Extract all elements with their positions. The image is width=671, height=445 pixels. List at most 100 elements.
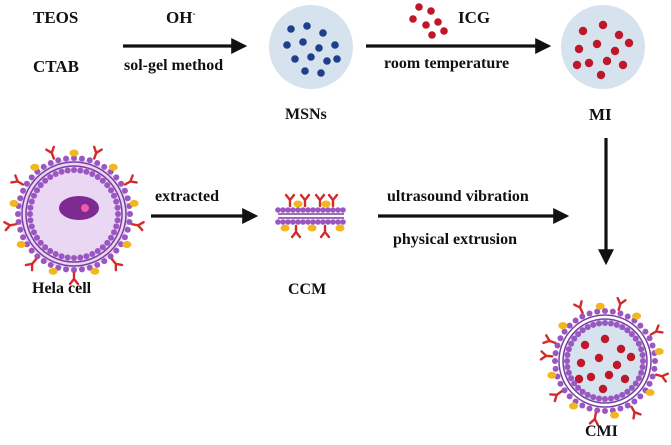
lipid-head	[561, 328, 568, 335]
lipid-head	[47, 160, 54, 167]
y-receptor	[24, 257, 38, 272]
lipid-head	[30, 229, 37, 236]
lipid-head	[121, 234, 128, 241]
msn-pores	[283, 22, 341, 77]
pore-dot	[307, 53, 315, 61]
icg-dot	[618, 60, 628, 70]
lipid-head	[300, 207, 306, 213]
icg-dot	[616, 344, 626, 354]
lipid-head	[566, 322, 573, 329]
pore-dot	[283, 41, 291, 49]
y-receptor	[542, 334, 557, 345]
lipid-head	[564, 363, 571, 370]
receptor-stem	[649, 324, 664, 336]
lipid-head	[607, 320, 614, 327]
lipid-head	[27, 211, 33, 217]
lipid-head	[17, 195, 24, 202]
lipid-head	[108, 187, 115, 194]
receptor-stem	[616, 296, 627, 312]
oh-charge: -	[192, 8, 196, 19]
lipid-head	[649, 373, 656, 380]
lipid-head	[113, 247, 120, 254]
pore-dot	[299, 38, 307, 46]
lipid-head	[624, 388, 631, 395]
y-receptor	[630, 405, 642, 420]
lipid-head	[330, 219, 336, 225]
receptor-stem	[630, 405, 642, 420]
lipid-head	[571, 335, 578, 342]
receptor-stem	[45, 145, 56, 160]
lipid-head	[602, 308, 608, 314]
membrane-protein	[632, 312, 642, 320]
lipid-head	[638, 346, 645, 353]
lipid-head	[89, 251, 96, 258]
lipid-head	[628, 384, 635, 391]
receptor-stem	[319, 224, 331, 239]
lipid-head	[568, 375, 575, 382]
lipid-head	[607, 395, 614, 402]
y-receptor	[284, 193, 296, 208]
lipid-head	[114, 204, 121, 211]
y-receptor	[123, 174, 138, 186]
lipid-head	[646, 335, 653, 342]
receptor-stem	[314, 193, 326, 208]
lipid-head	[28, 198, 35, 205]
lipid-head	[649, 342, 656, 349]
receptor-stem	[549, 390, 563, 403]
lipid-head	[613, 321, 620, 328]
lipid-head	[78, 266, 85, 273]
sol-gel-label: sol-gel method	[124, 57, 224, 74]
icg-dot	[434, 18, 442, 26]
lipid-head	[565, 369, 572, 376]
lipid-head	[40, 258, 47, 265]
lipid-head	[55, 157, 62, 164]
lipid-head	[94, 248, 101, 255]
lipid-head	[64, 254, 71, 261]
receptor-stem	[130, 221, 145, 232]
lipid-head	[113, 223, 120, 230]
lipid-head	[586, 405, 593, 412]
lipid-head	[71, 267, 77, 273]
icg-dot	[428, 31, 436, 39]
lipid-head	[94, 261, 101, 268]
lipid-head	[594, 407, 601, 414]
membrane-protein	[16, 241, 26, 248]
lipid-head	[104, 239, 111, 246]
membrane-protein	[610, 411, 620, 419]
y-receptor	[654, 372, 670, 383]
lipid-head	[552, 350, 559, 357]
lipid-head	[315, 207, 321, 213]
membrane-protein	[122, 241, 132, 248]
mi-particle	[561, 5, 645, 89]
icg-molecules	[409, 3, 448, 39]
y-receptor	[45, 145, 56, 160]
lipid-head	[99, 177, 106, 184]
pore-dot	[333, 55, 341, 63]
y-receptor	[299, 193, 311, 208]
lipid-head	[631, 398, 638, 405]
y-receptor	[327, 193, 339, 208]
lipid-tails	[558, 314, 652, 408]
y-receptor	[92, 145, 103, 160]
lipid-head	[58, 253, 65, 260]
icg-dot	[592, 39, 602, 49]
oh-label: OH-	[166, 8, 195, 28]
lipid-head	[63, 155, 70, 162]
lipid-head	[52, 170, 59, 177]
lipid-head	[17, 226, 24, 233]
icg-dot	[600, 334, 610, 344]
lipid-head	[94, 173, 101, 180]
lipid-head	[594, 308, 601, 315]
icg-dot	[620, 374, 630, 384]
icg-dot	[580, 340, 590, 350]
lipid-head	[40, 163, 47, 170]
lipid-head	[94, 160, 101, 167]
icg-dot	[612, 360, 622, 370]
pore-dot	[315, 44, 323, 52]
lipid-head	[124, 195, 131, 202]
lipid-head	[42, 177, 49, 184]
membrane-protein	[108, 163, 118, 171]
lipid-head	[28, 174, 35, 181]
icg-dot	[409, 15, 417, 23]
hela-cell	[3, 145, 145, 286]
